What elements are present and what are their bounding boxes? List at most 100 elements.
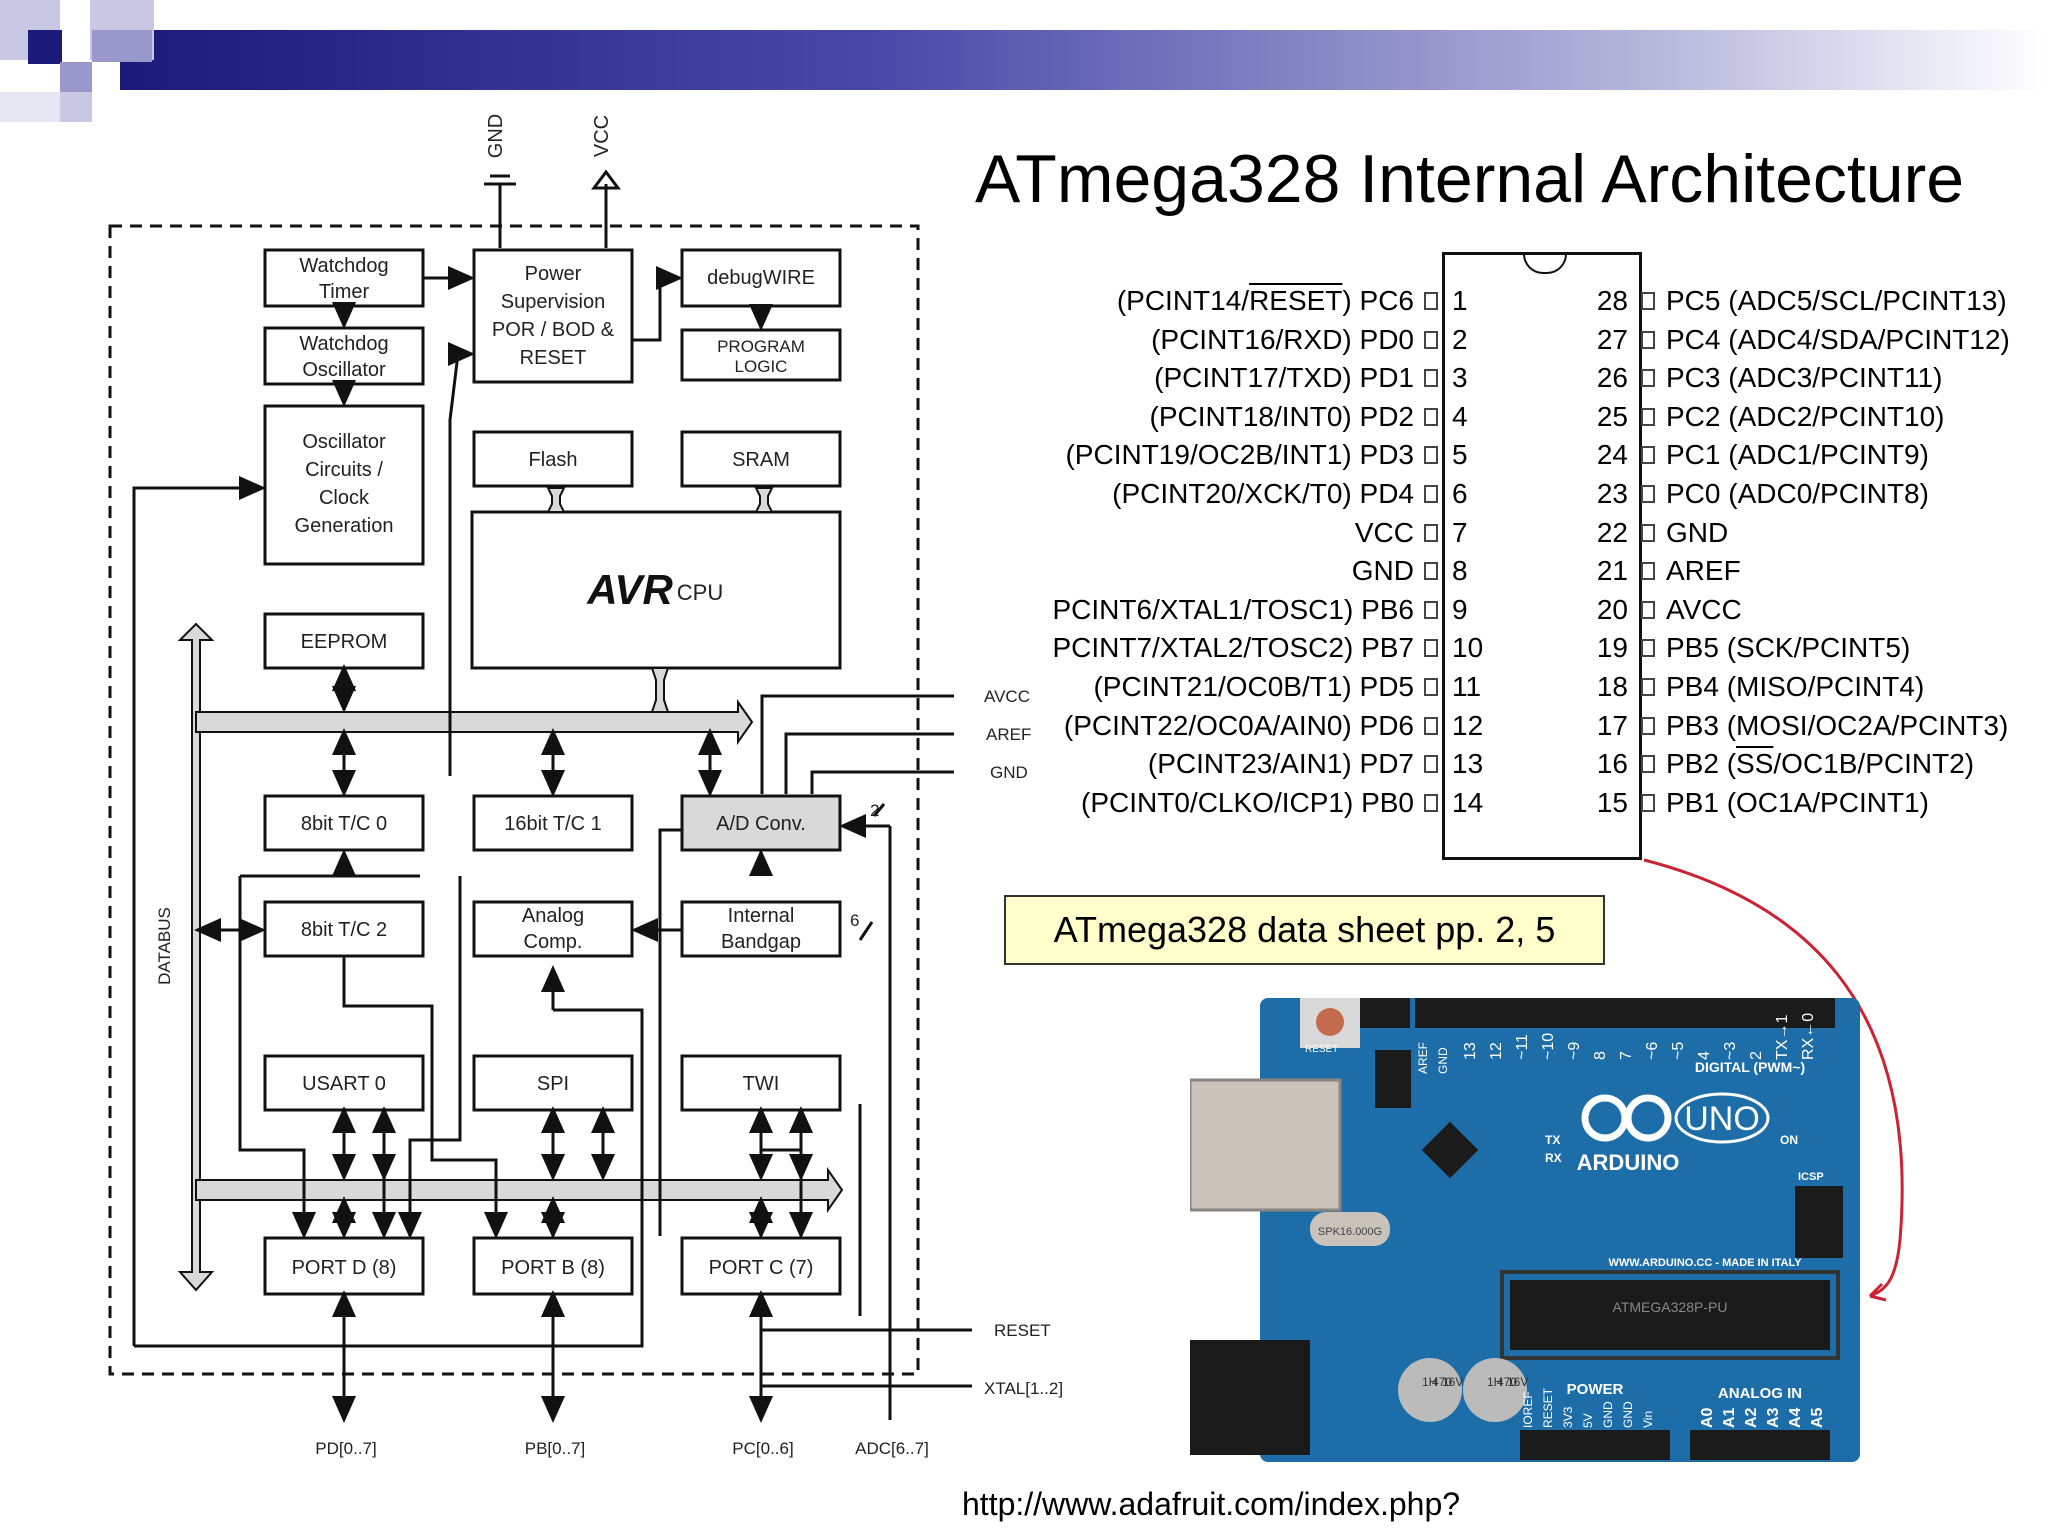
rx-label: RX	[1545, 1151, 1562, 1165]
pin-label-right: PC4 (ADC4/SDA/PCINT12)	[1666, 323, 2010, 355]
red-pointer-arrow	[1643, 858, 1904, 1302]
digital-pin-label: 2	[1748, 1051, 1765, 1060]
usb-connector	[1190, 1078, 1342, 1212]
pin-number-left: 11	[1452, 671, 1482, 702]
source-url[interactable]: http://www.adafruit.com/index.php?	[962, 1486, 1461, 1522]
pin-box-right	[1641, 446, 1655, 465]
pin-number-right: 25	[1596, 400, 1628, 432]
gnd-label: GND	[990, 763, 1028, 782]
sram-block	[680, 430, 842, 488]
pin-label-left: (PCINT16/RXD) PD0	[1151, 323, 1414, 355]
pin-number-left: 5	[1452, 439, 1468, 471]
osc-line3: Clock	[319, 487, 370, 509]
icsp-header-2	[1375, 1050, 1411, 1108]
pin-box-right	[1641, 292, 1655, 310]
usart-label: USART 0	[302, 1073, 386, 1095]
usb-chip	[1421, 1121, 1479, 1179]
chip-boundary	[108, 224, 920, 1376]
header-gradient-bar	[120, 30, 2048, 90]
watchdog-timer-line1: Watchdog	[299, 255, 388, 277]
block-diagram: GND VCC Watchdog Timer Watchdog Oscillat…	[108, 114, 1063, 1458]
cap-marking-2b: 470	[1497, 1375, 1517, 1389]
power-supervision-block	[472, 248, 634, 384]
pin-label-right: PB5 (SCK/PCINT5)	[1666, 632, 1911, 664]
power-line3: POR / BOD &	[492, 319, 615, 341]
bandgap-bus-width-label: 6	[850, 911, 859, 930]
pin-label-left: (PCINT18/INT0) PD2	[1149, 400, 1415, 432]
databus-vertical	[177, 622, 215, 1292]
analog-pin-label: A1	[1721, 1407, 1738, 1428]
pin-number-left: 8	[1452, 555, 1468, 587]
twi-label: TWI	[743, 1073, 780, 1095]
tx-label: TX	[1545, 1133, 1560, 1147]
watchdog-timer-line2: Timer	[319, 281, 370, 303]
portb-label: PORT B (8)	[501, 1257, 605, 1279]
pin-label-left: (PCINT0/CLKO/ICP1) PB0	[1081, 786, 1414, 818]
digital-pin-label: ~3	[1722, 1042, 1739, 1060]
crystal	[1310, 1212, 1390, 1246]
power-pin-label: IOREF	[1521, 1391, 1535, 1428]
pd-output: PD[0..7]	[315, 1439, 376, 1458]
analog-pin-label: A5	[1809, 1407, 1826, 1428]
digital-pin-label: 7	[1618, 1051, 1635, 1060]
on-label: ON	[1780, 1133, 1798, 1147]
power-pin-label: Vin	[1641, 1411, 1655, 1428]
digital-pin-label: ~10	[1540, 1033, 1557, 1060]
header-square-2	[28, 30, 62, 64]
chip-socket	[1500, 1270, 1840, 1360]
pin-box-right	[1641, 755, 1655, 774]
arduino-logo	[1581, 1094, 1672, 1142]
pin-number-right: 26	[1596, 362, 1628, 394]
power-line4: RESET	[520, 347, 587, 369]
power-pin-label: 3V3	[1561, 1406, 1575, 1428]
power-jack	[1190, 1340, 1310, 1455]
pin-box-right	[1641, 793, 1655, 812]
pin-number-left: 6	[1452, 478, 1468, 509]
power-line1: Power	[525, 263, 582, 285]
digital-label: DIGITAL (PWM~)	[1695, 1059, 1805, 1075]
digital-pin-label: 13	[1462, 1042, 1479, 1060]
pin-box-left	[1424, 793, 1438, 812]
pin-number-left: 2	[1452, 323, 1468, 355]
digital-pin-label: 8	[1592, 1051, 1609, 1060]
header-square-4	[92, 30, 152, 62]
program-logic-line1: PROGRAM	[717, 337, 805, 356]
pin-box-left	[1424, 292, 1438, 310]
xtal-label: XTAL[1..2]	[984, 1379, 1063, 1398]
pin-label-left: (PCINT14/RESET) PC6	[1117, 284, 1414, 318]
pin-number-right: 27	[1596, 323, 1628, 355]
osc-line1: Oscillator	[302, 431, 386, 453]
pin-label-left: (PCINT20/XCK/T0) PD4	[1112, 478, 1414, 509]
pin-box-left	[1424, 407, 1438, 426]
pin-number-left: 9	[1452, 593, 1468, 625]
digital-pin-label: 12	[1488, 1042, 1505, 1060]
sram-label: SRAM	[732, 449, 790, 471]
power-label: POWER	[1567, 1381, 1624, 1398]
analog-pin-label: A2	[1743, 1407, 1760, 1428]
portd-label: PORT D (8)	[292, 1257, 397, 1279]
datasheet-note: ATmega328 data sheet pp. 2, 5	[1004, 895, 1605, 965]
pin-number-left: 7	[1452, 516, 1468, 548]
pin-number-left: 13	[1452, 748, 1484, 780]
icsp-label: ICSP	[1798, 1171, 1824, 1183]
analog-header	[1690, 1430, 1830, 1460]
pin-box-right	[1641, 369, 1655, 388]
digital-pin-label: TX→1	[1774, 1015, 1791, 1060]
pin-box-right	[1641, 523, 1655, 542]
gnd-silk: GND	[1436, 1047, 1450, 1074]
pin-number-right: 15	[1596, 786, 1628, 818]
pin-number-right: 18	[1596, 671, 1628, 702]
pin-label-prefix: (PCINT14/	[1116, 285, 1250, 316]
pin-label-right: AREF	[1666, 555, 1741, 587]
reset-label: RESET	[994, 1321, 1051, 1340]
pin-number-right: 23	[1596, 478, 1628, 509]
pin-box-left	[1424, 562, 1438, 581]
avr-logo: AVR	[586, 566, 673, 613]
pin-label-overline: SS	[1736, 748, 1774, 780]
pin-box-left	[1424, 523, 1438, 542]
pin-number-right: 20	[1596, 593, 1628, 625]
icsp-header	[1795, 1186, 1843, 1258]
pin-label-right: PB1 (OC1A/PCINT1)	[1666, 786, 1929, 818]
